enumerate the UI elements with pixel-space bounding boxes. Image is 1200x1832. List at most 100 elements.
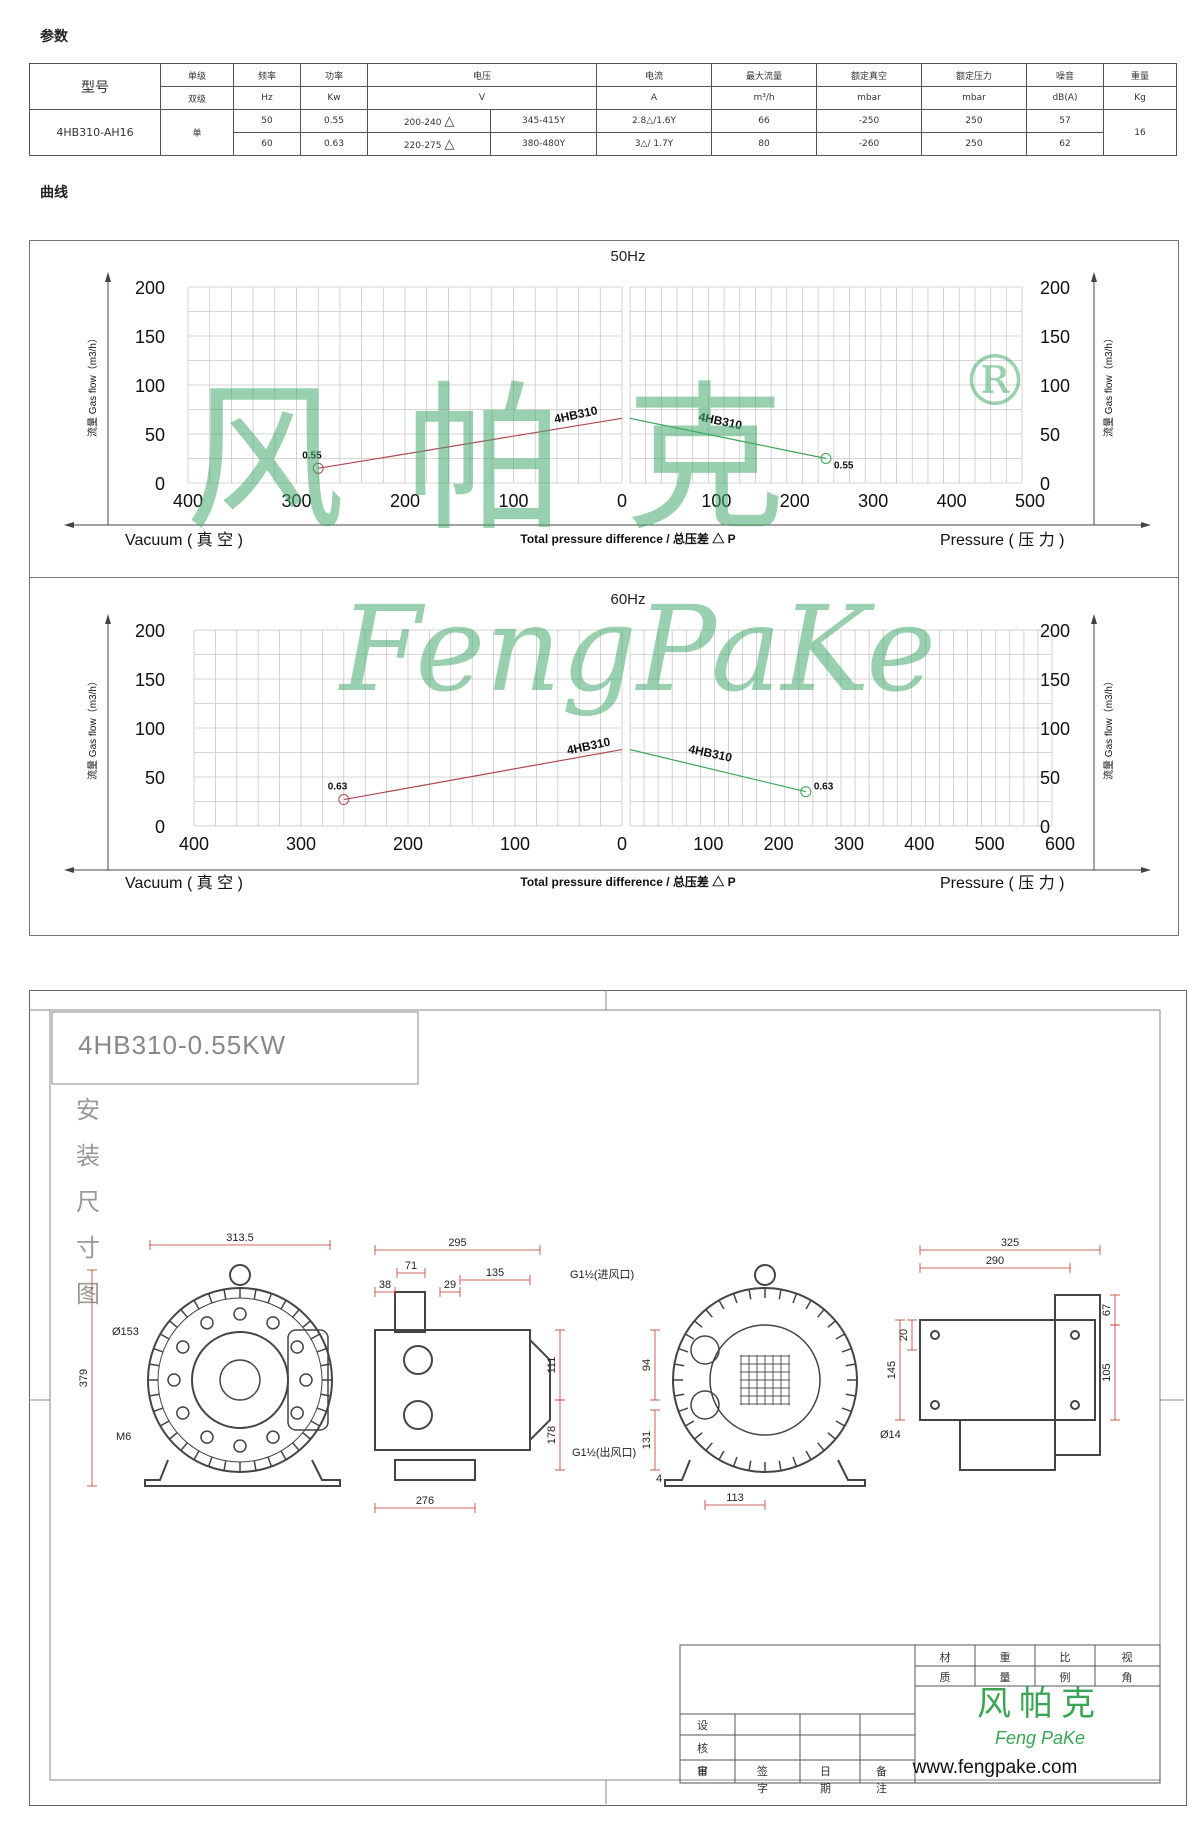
- cell-noise: 57: [1026, 109, 1104, 133]
- y-tick-label-right: 150: [1040, 327, 1070, 347]
- dim-bottom-105: 105: [1101, 1363, 1113, 1381]
- title-block-header2: 量: [1000, 1671, 1011, 1684]
- dim-front-height: 379: [78, 1369, 90, 1387]
- mount-hole: [930, 1400, 940, 1410]
- fin-line: [835, 1420, 846, 1427]
- series-end-point: [312, 462, 324, 474]
- title-block-footer: 日: [697, 1766, 708, 1778]
- y-tick-label-left: 200: [135, 621, 165, 641]
- back-fan-grill: [673, 1288, 857, 1472]
- curve-box: [29, 240, 1179, 936]
- front-housing: [147, 1287, 333, 1473]
- fin-line: [792, 1456, 798, 1467]
- mount-hole: [1070, 1330, 1080, 1340]
- lifting-eye: [229, 1264, 251, 1286]
- fin-line: [845, 1393, 856, 1397]
- bottom-housing: [1054, 1294, 1101, 1456]
- curve-title: 曲线: [40, 185, 68, 201]
- series-line-vacuum: [318, 417, 623, 469]
- curve-separator: [29, 577, 1179, 578]
- bolt-hole: [176, 1406, 190, 1420]
- voltage-delta: 220-275: [403, 140, 442, 151]
- fin-line: [694, 1320, 703, 1328]
- fin-line: [292, 1309, 300, 1318]
- series-end-label: 0.63: [814, 782, 834, 793]
- fin-line: [678, 1407, 689, 1413]
- axis-arrow: [64, 522, 74, 528]
- fin-line: [805, 1299, 812, 1310]
- side-inlet: [403, 1345, 433, 1375]
- fin-line: [153, 1407, 164, 1413]
- bolt-hole: [176, 1340, 190, 1354]
- fin-line: [678, 1347, 689, 1353]
- fin-line: [684, 1333, 695, 1340]
- side-view: [374, 1291, 551, 1481]
- fin-line: [792, 1293, 798, 1304]
- fin-line: [718, 1299, 725, 1310]
- bolt-hole: [290, 1340, 304, 1354]
- title-block-logo-cn: 风帕克: [977, 1685, 1103, 1723]
- fin-line: [180, 1309, 188, 1318]
- xlabel-center: Total pressure difference / 总压差 △ P: [520, 874, 735, 889]
- fin-line: [310, 1420, 321, 1427]
- axis-arrow: [1141, 522, 1151, 528]
- fin-line: [827, 1432, 836, 1440]
- chart-grid: [187, 286, 1023, 484]
- y-tick-label-left: 0: [155, 817, 165, 837]
- x-tick-label-vacuum: 100: [498, 491, 528, 511]
- delta-icon: △: [444, 113, 455, 129]
- xlabel-vacuum: Vacuum ( 真 空 ): [125, 531, 243, 549]
- fin-line: [320, 1393, 331, 1397]
- mount-hole: [930, 1330, 940, 1340]
- fin-line: [280, 1450, 287, 1461]
- fin-line: [207, 1456, 213, 1467]
- fin-line: [169, 1320, 178, 1328]
- fin-line: [253, 1460, 257, 1471]
- ylabel-right: 流量 Gas flow（m3/h）: [1102, 676, 1115, 780]
- unit-max-flow: m³/h: [711, 86, 817, 110]
- x-tick-label-vacuum: 0: [617, 491, 627, 511]
- bolt-hole: [200, 1430, 214, 1444]
- dim-side-width: 295: [448, 1237, 466, 1249]
- cell-press: 250: [921, 132, 1027, 156]
- y-tick-label-right: 150: [1040, 670, 1070, 690]
- fin-line: [302, 1432, 311, 1440]
- x-tick-label-pressure: 600: [1045, 834, 1075, 854]
- x-tick-label-pressure: 500: [1015, 491, 1045, 511]
- unit-weight: Kg: [1103, 86, 1177, 110]
- fin-line: [316, 1407, 327, 1413]
- drawing-frame: [29, 990, 1187, 1806]
- fin-line: [674, 1363, 685, 1367]
- xlabel-vacuum: Vacuum ( 真 空 ): [125, 874, 243, 892]
- axis-arrow: [105, 272, 111, 282]
- y-tick-label-left: 50: [145, 768, 165, 788]
- dim-side-71: 71: [405, 1260, 417, 1272]
- cell-v2: 380-480Y: [490, 132, 597, 156]
- dim-side-outlet: G1½(出风口): [572, 1445, 636, 1459]
- bottom-plate: [919, 1319, 1096, 1421]
- bottom-view: [919, 1294, 1101, 1471]
- bolt-hole: [266, 1430, 280, 1444]
- x-tick-label-pressure: 200: [780, 491, 810, 511]
- fin-line: [778, 1289, 782, 1300]
- voltage-delta: 200-240: [403, 117, 442, 128]
- dim-back-94: 94: [641, 1359, 653, 1371]
- dim-bottom-325: 325: [1001, 1237, 1019, 1249]
- axis-arrow: [1141, 867, 1151, 873]
- side-body: [374, 1329, 531, 1451]
- front-bolts: [148, 1288, 332, 1472]
- title-block-footer: 签: [757, 1764, 768, 1778]
- mount-hole: [1070, 1400, 1080, 1410]
- y-tick-label-right: 50: [1040, 425, 1060, 445]
- weight-cell: 16: [1103, 109, 1177, 156]
- dim-bottom-145: 145: [886, 1361, 898, 1379]
- fin-line: [748, 1289, 752, 1300]
- fin-line: [778, 1460, 782, 1471]
- series-end-point: [820, 453, 832, 464]
- dim-back-113: 113: [726, 1492, 744, 1504]
- x-tick-label-vacuum: 200: [390, 491, 420, 511]
- back-lifting-eye: [754, 1264, 776, 1286]
- title-block: [679, 1644, 1161, 1784]
- fin-line: [705, 1309, 713, 1318]
